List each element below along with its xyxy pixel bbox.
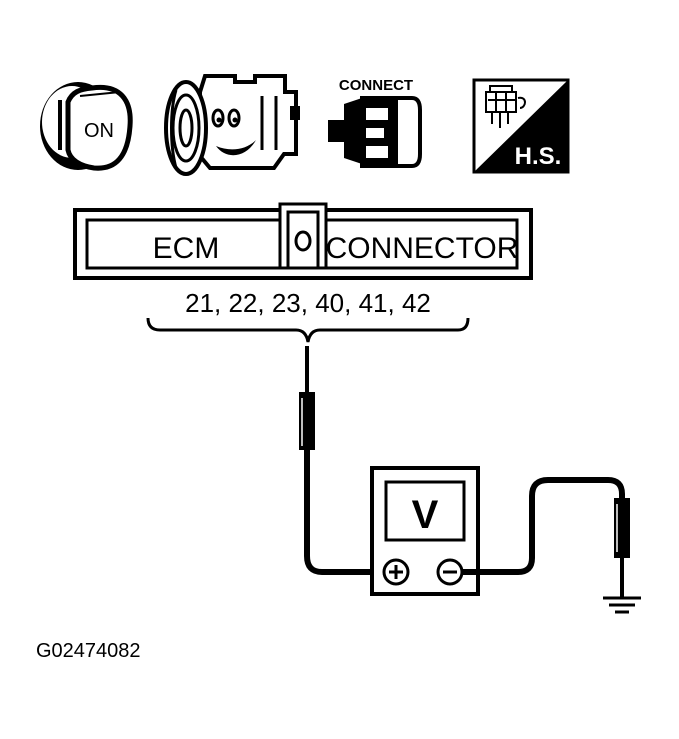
- ecm-label: ECM: [153, 232, 220, 265]
- figure-id: G02474082: [36, 640, 141, 662]
- meter-display-label: V: [412, 493, 439, 537]
- positive-probe: [299, 346, 384, 575]
- harness-side-icon: H.S.: [472, 78, 570, 174]
- connect-label: CONNECT: [339, 77, 413, 94]
- connector-icon: CONNECT: [328, 77, 422, 168]
- hs-label: H.S.: [515, 143, 562, 170]
- pin-numbers: 21, 22, 23, 40, 41, 42: [185, 288, 431, 318]
- pin-bracket: [146, 317, 470, 343]
- meter-display: [384, 480, 466, 542]
- ground-symbol-icon: [603, 596, 641, 614]
- engine-icon: [164, 74, 300, 176]
- connector-terminal-icon: [294, 230, 312, 252]
- ecm-connector: ECM CONNECTOR: [73, 202, 533, 280]
- negative-probe: [462, 477, 630, 598]
- connector-label: CONNECTOR: [326, 232, 519, 265]
- key-on-label: ON: [84, 120, 114, 142]
- voltmeter: V: [370, 466, 480, 596]
- ignition-key-icon: ON: [40, 82, 133, 171]
